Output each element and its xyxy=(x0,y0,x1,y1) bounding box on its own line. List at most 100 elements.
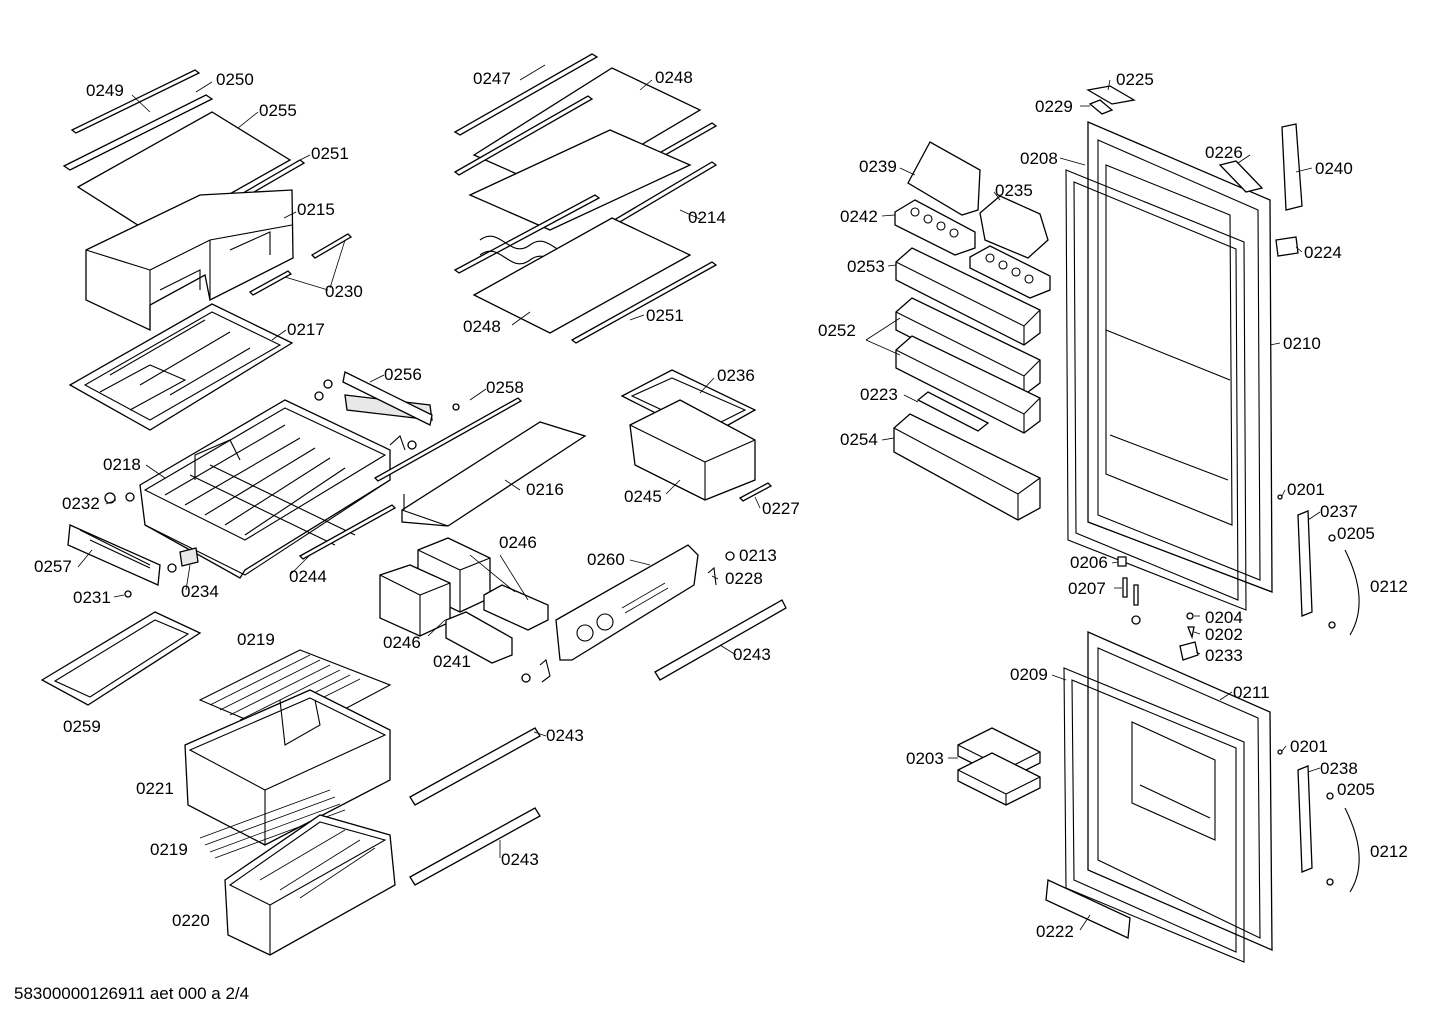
callout-0223: 0223 xyxy=(860,385,898,404)
strip-0243-middle xyxy=(409,727,541,806)
callout-0230: 0230 xyxy=(325,282,363,301)
callout-0221: 0221 xyxy=(136,779,174,798)
callout-0211: 0211 xyxy=(1233,683,1270,702)
container-0245 xyxy=(629,399,756,501)
blocks-0203 xyxy=(957,727,1041,806)
strip-0247 xyxy=(453,53,599,136)
callout-0232: 0232 xyxy=(62,494,100,513)
callout-0233: 0233 xyxy=(1205,646,1243,665)
callout-0243-bottom: 0243 xyxy=(501,850,539,869)
wire-shelf-0219-lower xyxy=(199,789,346,859)
insulation-block-0215 xyxy=(85,189,294,332)
callout-0251-center: 0251 xyxy=(646,306,684,325)
callout-0217: 0217 xyxy=(287,320,325,339)
callout-0220: 0220 xyxy=(172,911,210,930)
callout-0212: 0212 xyxy=(1370,577,1408,596)
front-flap-0216 xyxy=(401,421,587,527)
callout-0248-lower: 0248 xyxy=(463,317,501,336)
hinge-0240 xyxy=(1275,123,1303,257)
shelf-frame-0217 xyxy=(68,303,294,431)
callout-0260: 0260 xyxy=(587,550,625,569)
callout-0215: 0215 xyxy=(297,200,335,219)
callout-0213: 0213 xyxy=(739,546,777,565)
fittings-0256 xyxy=(314,371,460,451)
callout-0222: 0222 xyxy=(1036,922,1074,941)
callout-0237: 0237 xyxy=(1320,502,1358,521)
callout-0256: 0256 xyxy=(384,365,422,384)
callout-0202: 0202 xyxy=(1205,625,1243,644)
callout-0238: 0238 xyxy=(1320,759,1358,778)
control-panel-0260 xyxy=(555,544,735,661)
crisper-drawer-0220 xyxy=(224,814,396,956)
strip-0243-top xyxy=(654,599,787,681)
strip-0249 xyxy=(70,69,201,134)
gasket-0209 xyxy=(1063,667,1245,963)
callout-0249: 0249 xyxy=(86,81,124,100)
hinge-cover-0225 xyxy=(1086,85,1136,115)
callout-0258: 0258 xyxy=(486,378,524,397)
callout-0251: 0251 xyxy=(311,144,349,163)
strip-0251-center xyxy=(570,261,718,344)
callout-0246-lower: 0246 xyxy=(383,633,421,652)
callout-0248: 0248 xyxy=(655,68,693,87)
callout-0205-lower: 0205 xyxy=(1337,780,1375,799)
callout-0236: 0236 xyxy=(717,366,755,385)
bin-0246-pair xyxy=(379,537,549,637)
callout-0234: 0234 xyxy=(181,582,219,601)
callout-0246: 0246 xyxy=(499,533,537,552)
callout-0247: 0247 xyxy=(473,69,511,88)
callout-0219-lower: 0219 xyxy=(150,840,188,859)
gasket-0208 xyxy=(1065,169,1247,611)
callout-0257: 0257 xyxy=(34,557,72,576)
callout-0225: 0225 xyxy=(1116,70,1154,89)
callout-0255: 0255 xyxy=(259,101,297,120)
crisper-drawer-0221 xyxy=(184,689,391,846)
callout-0253: 0253 xyxy=(847,257,885,276)
cover-0235 xyxy=(979,195,1049,259)
callout-0259: 0259 xyxy=(63,717,101,736)
document-id: 58300000126911 aet 000 a 2/4 xyxy=(14,984,250,1003)
callout-0231: 0231 xyxy=(73,588,111,607)
callout-0235: 0235 xyxy=(995,181,1033,200)
trim-0222 xyxy=(1045,879,1131,939)
glass-shelf-0248-bottom xyxy=(472,217,692,334)
callout-0206: 0206 xyxy=(1070,553,1108,572)
callout-0208: 0208 xyxy=(1020,149,1058,168)
callout-0207: 0207 xyxy=(1068,579,1106,598)
callout-0228: 0228 xyxy=(725,569,763,588)
callout-0203: 0203 xyxy=(906,749,944,768)
strip-0244 xyxy=(298,504,397,560)
callout-0216: 0216 xyxy=(526,480,564,499)
callout-0242: 0242 xyxy=(840,207,878,226)
callout-0243-middle: 0243 xyxy=(546,726,584,745)
bin-0241 xyxy=(445,611,551,683)
strip-0243-bottom xyxy=(409,807,541,886)
callout-0210: 0210 xyxy=(1283,334,1321,353)
callout-0250: 0250 xyxy=(216,70,254,89)
callout-0218: 0218 xyxy=(103,455,141,474)
callout-0226: 0226 xyxy=(1205,143,1243,162)
door-lower-0211 xyxy=(1087,631,1273,951)
callout-0254: 0254 xyxy=(840,430,878,449)
glass-shelf-0255 xyxy=(76,111,292,237)
callout-0240: 0240 xyxy=(1315,159,1353,178)
door-shelf-0253 xyxy=(895,247,1041,346)
callout-0227: 0227 xyxy=(762,499,800,518)
callout-0245: 0245 xyxy=(624,487,662,506)
strip-0227 xyxy=(738,482,773,502)
leader-lines xyxy=(77,64,1321,931)
door-shelf-0254 xyxy=(893,413,1041,521)
callout-0205: 0205 xyxy=(1337,524,1375,543)
handle-0257 xyxy=(67,492,199,598)
callout-0219: 0219 xyxy=(237,630,275,649)
callout-0229: 0229 xyxy=(1035,97,1073,116)
callout-0239: 0239 xyxy=(859,157,897,176)
egg-tray-0242 xyxy=(894,199,976,256)
egg-tray-2 xyxy=(969,245,1051,299)
strip-0258 xyxy=(373,397,523,482)
callout-0212-lower: 0212 xyxy=(1370,842,1408,861)
divider-0239 xyxy=(907,141,981,216)
strip-0223 xyxy=(916,391,990,432)
